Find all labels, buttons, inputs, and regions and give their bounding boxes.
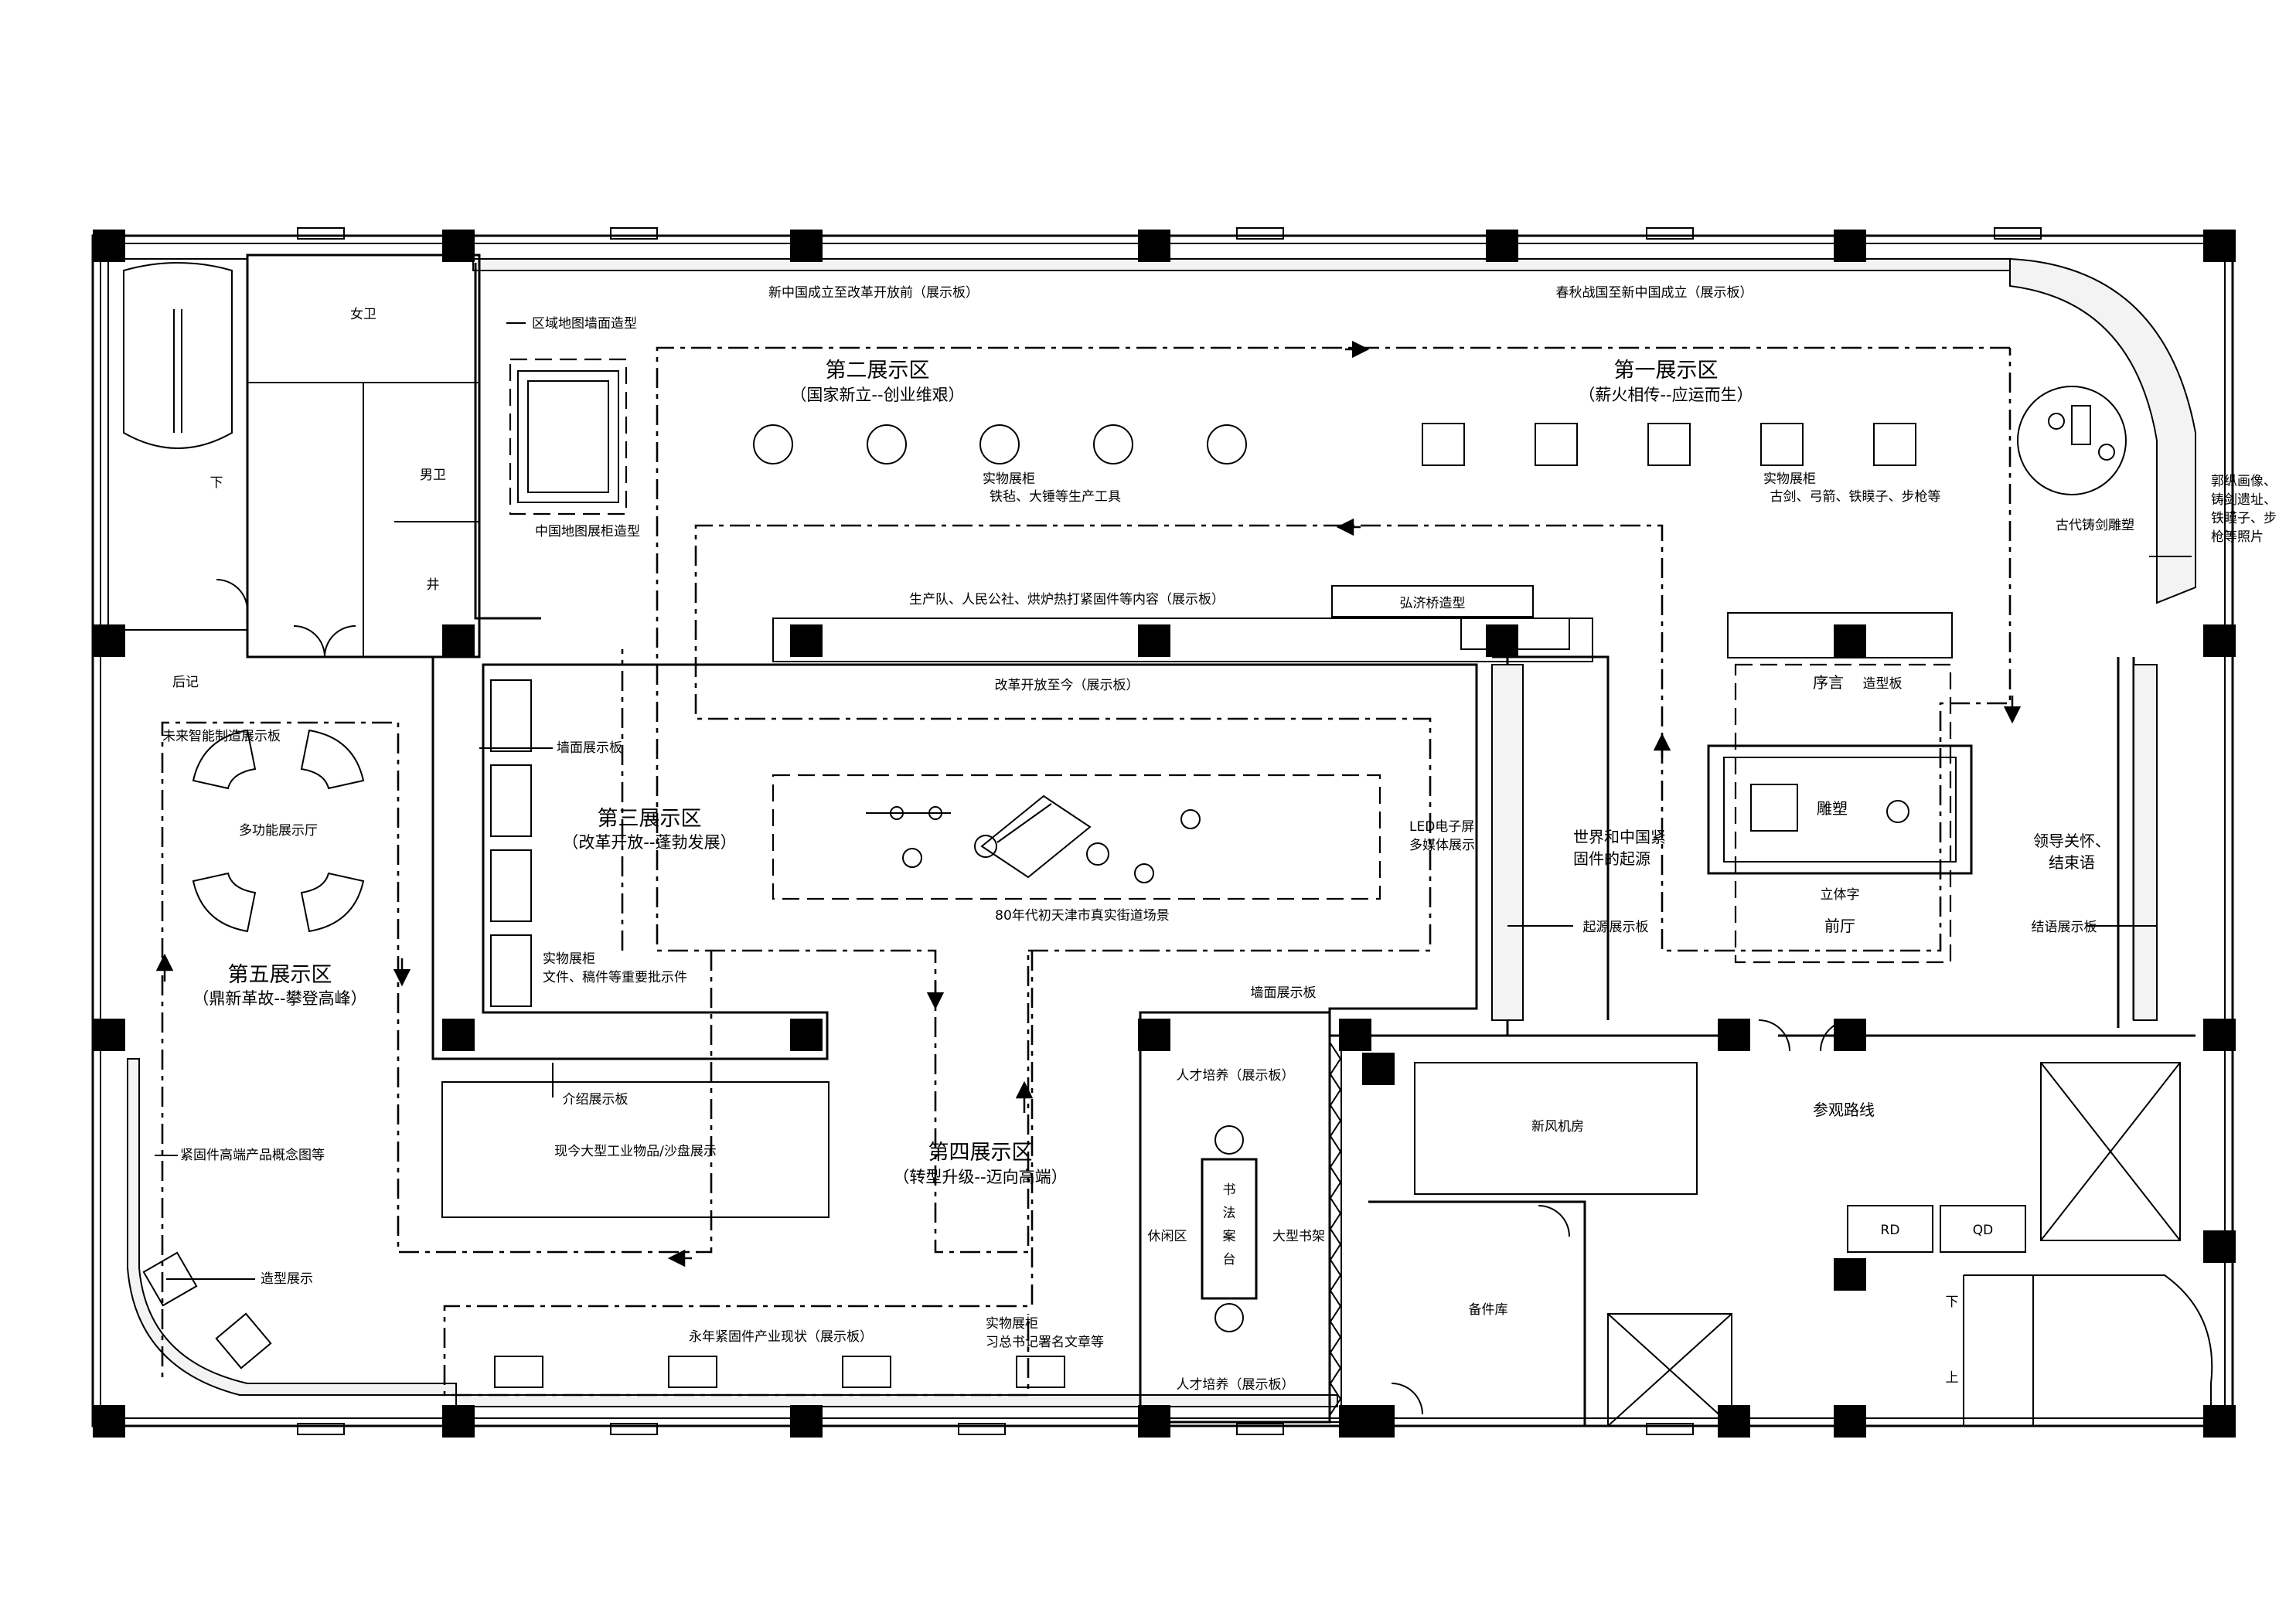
zone1-title: 第一展示区 (1614, 359, 1719, 383)
label-qd: QD (1973, 1223, 1993, 1238)
label-wall-board-2: 墙面展示板 (1251, 985, 1317, 1001)
label-talent-bottom: 人才培养（展示板） (1177, 1377, 1295, 1393)
zone2-title: 第二展示区 (826, 359, 930, 383)
label-street-scene: 80年代初天津市真实街道场景 (995, 908, 1170, 924)
leader-lines (155, 322, 2192, 1280)
label-photos-3: 铁瞙子、步 (2211, 511, 2277, 526)
zone4-subtitle: （转型升级--迈向高端） (893, 1168, 1067, 1186)
label-big-shelf: 大型书架 (1272, 1229, 1325, 1244)
label-stair-down: 下 (210, 475, 223, 491)
label-stair-down-2: 下 (1946, 1295, 1959, 1310)
label-calligraphy-3: 案 (1223, 1229, 1236, 1244)
label-fan-room: 新风机房 (1531, 1119, 1584, 1135)
zone-boundaries (509, 358, 1952, 964)
zone2-subtitle: （国家新立--创业维艰） (790, 386, 964, 404)
label-industry-sand: 现今大型工业物品/沙盘展示 (554, 1144, 717, 1159)
label-lobby: 前厅 (1824, 917, 1855, 935)
label-board-yongnian: 永年紧固件产业现状（展示板） (689, 1329, 873, 1345)
outer-walls (91, 227, 2234, 1435)
round-cabinet (1207, 424, 1247, 464)
label-photos-2: 铸剑遗址、 (2211, 492, 2277, 508)
zone3-subtitle: （改革开放--蓬勃发展） (562, 833, 736, 852)
zone1-subtitle: （薪火相传--应运而生） (1579, 386, 1753, 404)
label-visit-route: 参观路线 (1813, 1101, 1875, 1119)
label-concept-board: 紧固件高端产品概念图等 (180, 1147, 325, 1163)
zone4-title: 第四展示区 (928, 1141, 1033, 1165)
label-calligraphy-1: 书 (1223, 1182, 1236, 1198)
label-led-b: 多媒体展示 (1409, 838, 1475, 853)
labels: 第二展示区 （国家新立--创业维艰） 第一展示区 （薪火相传--应运而生） 第三… (162, 285, 2277, 1393)
label-origin-b: 固件的起源 (1573, 849, 1650, 868)
round-cabinet (979, 424, 1020, 464)
label-women-wc: 女卫 (350, 307, 376, 322)
label-map-cabinet: 中国地图展柜造型 (535, 524, 640, 539)
label-spare-room: 备件库 (1469, 1302, 1508, 1318)
interior-walls (107, 253, 2213, 1427)
label-model-show: 造型展示 (261, 1271, 313, 1287)
label-cabinet2-a: 实物展柜 (983, 471, 1035, 487)
label-cabinet2-b: 铁毡、大锤等生产工具 (990, 489, 1121, 505)
round-cabinet (753, 424, 793, 464)
label-map-wall: 区域地图墙面造型 (532, 316, 637, 332)
zone5-title: 第五展示区 (228, 963, 332, 987)
label-rest-area: 休闲区 (1148, 1229, 1187, 1244)
label-cubic-text: 立体字 (1821, 887, 1860, 903)
label-board-reform: 改革开放至今（展示板） (995, 678, 1139, 693)
label-back-room: 后记 (172, 675, 199, 690)
label-cabinet4-a: 实物展柜 (986, 1316, 1038, 1332)
exhibit-objects (142, 370, 2127, 1388)
label-wall-board: 墙面展示板 (557, 740, 622, 756)
label-cabinet1-a: 实物展柜 (1763, 471, 1816, 487)
round-cabinet (1093, 424, 1133, 464)
label-stair-up: 上 (1946, 1370, 1959, 1386)
label-photos-1: 郭纵画像、 (2211, 474, 2277, 489)
label-preface: 序言 (1813, 673, 1844, 692)
visit-route (155, 340, 2022, 1397)
label-cabinet3-a: 实物展柜 (543, 951, 595, 967)
label-rd: RD (1881, 1223, 1900, 1238)
label-origin-a: 世界和中国紧 (1573, 828, 1666, 846)
zone5-subtitle: （鼎新革故--攀登高峰） (192, 989, 366, 1008)
label-photos-4: 枪等照片 (2211, 529, 2264, 545)
label-board-top-left: 新中国成立至改革开放前（展示板） (768, 285, 979, 301)
zone3-title: 第三展示区 (598, 807, 702, 831)
label-future-board: 未来智能制造展示板 (162, 729, 281, 744)
label-multi-hall: 多功能展示厅 (239, 823, 318, 839)
round-cabinet (867, 424, 907, 464)
label-men-wc: 男卫 (420, 468, 446, 483)
label-calligraphy-4: 台 (1223, 1252, 1236, 1267)
label-end-board: 结语展示板 (2032, 920, 2097, 935)
label-shaft: 井 (427, 577, 440, 593)
label-intro-board: 介绍展示板 (563, 1092, 629, 1108)
label-ancient-sculpture: 古代铸剑雕塑 (2056, 518, 2134, 533)
label-origin-board: 起源展示板 (1583, 920, 1649, 935)
label-board-production: 生产队、人民公社、烘炉热打紧固件等内容（展示板） (909, 592, 1225, 607)
label-preface-board: 造型板 (1863, 676, 1903, 692)
label-leader-a: 领导关怀、 (2033, 832, 2110, 850)
label-led-a: LED电子屏 (1409, 819, 1474, 835)
label-cabinet1-b: 古剑、弓箭、铁瞙子、步枪等 (1770, 489, 1941, 505)
structural-columns (93, 230, 2236, 1438)
label-bridge: 弘济桥造型 (1400, 596, 1466, 611)
label-sculpture: 雕塑 (1817, 799, 1848, 818)
label-talent-top: 人才培养（展示板） (1177, 1068, 1295, 1084)
label-board-top-right: 春秋战国至新中国成立（展示板） (1556, 285, 1753, 301)
label-cabinet4-b: 习总书记署名文章等 (986, 1335, 1104, 1350)
label-calligraphy-2: 法 (1223, 1206, 1236, 1221)
label-cabinet3-b: 文件、稿件等重要批示件 (543, 970, 687, 985)
label-leader-b: 结束语 (2049, 853, 2095, 872)
